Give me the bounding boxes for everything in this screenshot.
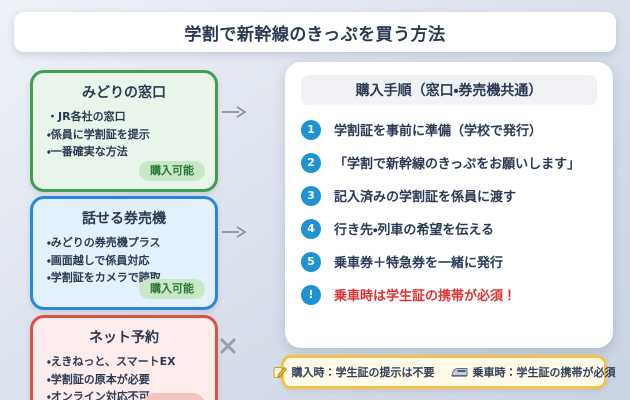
arrow-right-icon [221, 104, 247, 120]
procedure-step-2: 2 「学割で新幹線のきっぷをお願いします」 [301, 146, 597, 179]
method-card-net-reservation: ネット予約 えきねっと、スマートEX 学割証の原本が必要 オンライン対応不可 [30, 315, 218, 400]
card-title: 話せる券売機 [82, 211, 166, 227]
card-bullet: 一番確実な方法 [47, 143, 203, 161]
page-title: 学割で新幹線のきっぷを買う方法 [14, 12, 616, 52]
step-number-badge: 4 [301, 218, 321, 239]
availability-badge: 購入可能 [139, 160, 205, 181]
note-purchase: 購入時：学生証の提示は不要 [273, 364, 435, 380]
note-boarding: 乗車時：学生証の携帯が必須 [450, 364, 616, 380]
card-title: ネット予約 [89, 330, 159, 346]
step-text: 記入済みの学割証を係員に渡す [334, 190, 517, 205]
train-icon [450, 366, 468, 378]
card-bullet-list: みどりの券売機プラス 画面越しで係員対応 学割証をカメラで読取 [45, 234, 203, 287]
step-text: 「学割で新幹線のきっぷをお願いします」 [334, 157, 581, 172]
card-bullet: えきねっと、スマートEX [47, 353, 203, 371]
arrow-right-icon [221, 224, 247, 240]
card-bullet: 係員に学割証を提示 [47, 126, 203, 144]
step-number-badge: 5 [301, 251, 321, 272]
card-bullet: 画面越しで係員対応 [47, 252, 203, 270]
procedure-title: 購入手順（窓口・券売機共通） [301, 75, 597, 105]
memo-icon [273, 365, 287, 379]
card-bullet: JR各社の窓口 [47, 108, 203, 126]
card-bullet: 学割証をカメラで読取 [47, 269, 203, 287]
procedure-step-4: 4 行き先・列車の希望を伝える [301, 212, 597, 245]
card-bullet: 学割証の原本が必要 [47, 371, 203, 389]
card-bullet: みどりの券売機プラス [47, 234, 203, 252]
note-text: 購入時：学生証の提示は不要 [291, 366, 435, 379]
step-text: 行き先・列車の希望を伝える [334, 223, 495, 238]
procedure-step-3: 3 記入済みの学割証を係員に渡す [301, 179, 597, 212]
card-title: みどりの窓口 [82, 85, 166, 101]
cross-icon [219, 337, 237, 355]
procedure-step-1: 1 学割証を事前に準備（学校で発行） [301, 113, 597, 146]
procedure-step-5: 5 乗車券＋特急券を一緒に発行 [301, 245, 597, 278]
method-card-talking-ticket-machine: 話せる券売機 みどりの券売機プラス 画面越しで係員対応 学割証をカメラで読取 購… [30, 196, 218, 310]
step-text: 学割証を事前に準備（学校で発行） [334, 124, 543, 139]
procedure-warning-step: ! 乗車時は学生証の携帯が必須！ [301, 278, 597, 311]
step-number-badge: 3 [301, 185, 321, 206]
exclamation-badge: ! [301, 284, 321, 305]
notes-bar: 購入時：学生証の提示は不要 乗車時：学生証の携帯が必須 [273, 355, 616, 389]
card-bullet-list: えきねっと、スマートEX 学割証の原本が必要 オンライン対応不可 [45, 353, 203, 400]
card-bullet: オンライン対応不可 [47, 388, 203, 400]
step-text: 乗車券＋特急券を一緒に発行 [334, 256, 504, 271]
warning-text: 乗車時は学生証の携帯が必須！ [334, 289, 517, 304]
step-number-badge: 2 [301, 152, 321, 173]
procedure-step-list: 1 学割証を事前に準備（学校で発行） 2 「学割で新幹線のきっぷをお願いします」… [301, 113, 597, 311]
step-number-badge: 1 [301, 119, 321, 140]
availability-badge: 購入可能 [139, 278, 205, 299]
procedure-panel: 購入手順（窓口・券売機共通） 1 学割証を事前に準備（学校で発行） 2 「学割で… [285, 62, 613, 348]
note-text: 乗車時：学生証の携帯が必須 [472, 366, 616, 379]
unavailable-badge [143, 393, 205, 400]
card-bullet-list: JR各社の窓口 係員に学割証を提示 一番確実な方法 [45, 108, 203, 161]
method-card-midori-window: みどりの窓口 JR各社の窓口 係員に学割証を提示 一番確実な方法 購入可能 [30, 70, 218, 192]
